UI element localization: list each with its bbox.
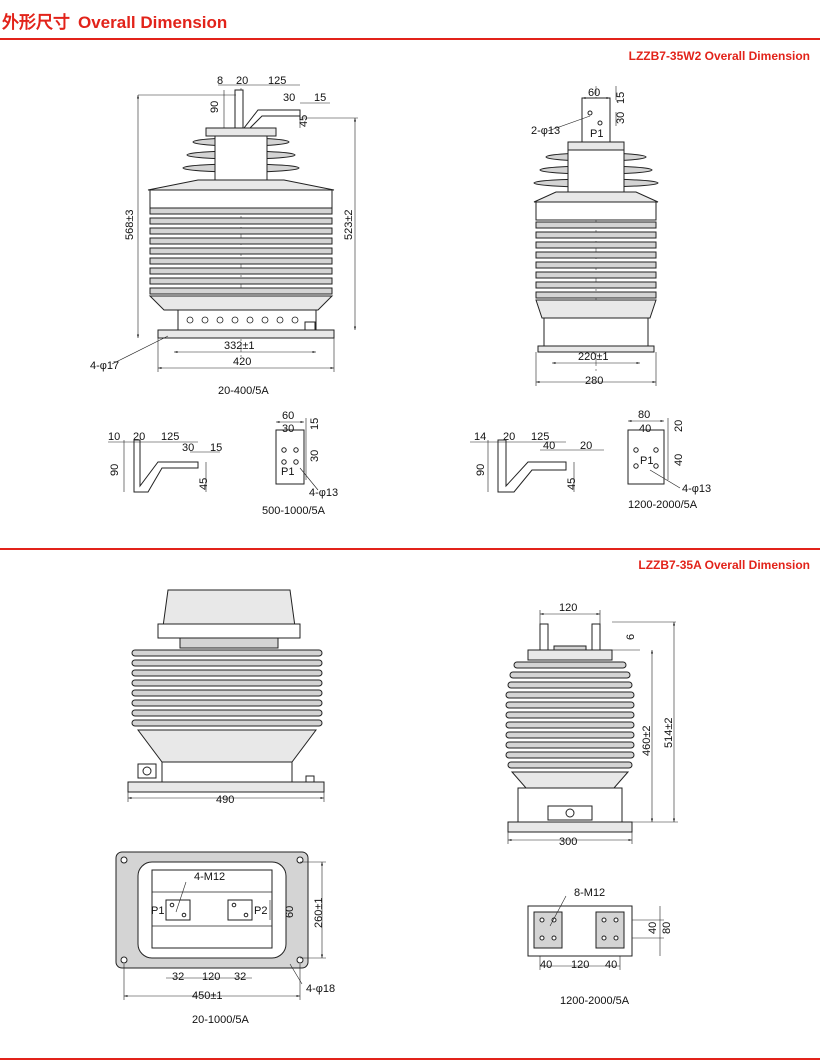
a35-plan-p2: P2: [254, 905, 267, 917]
w2-detail-1200: 14 20 125 40 20 90 45 80 40 20 40 P1 4-φ…: [470, 409, 711, 511]
w2-side-width-mount: 220±1: [578, 351, 609, 363]
w2-d500-dim-20: 20: [133, 431, 145, 443]
a35-plan-dim-32b: 32: [234, 971, 246, 983]
w2-d1200-plate-40: 40: [639, 423, 651, 435]
w2-d500-dim-30: 30: [182, 442, 194, 454]
a35-side-dim-120-label: 120: [559, 602, 577, 614]
w2-front-view: 8 20 125 30 15 90 45 568±3 523±2 332±1 4…: [90, 75, 358, 397]
a35-plan-p1: P1: [151, 905, 164, 917]
a35-plan-bolts: 4-M12: [194, 871, 225, 883]
w2-front-caption: 20-400/5A: [218, 385, 269, 397]
w2-front-terminal-row: [186, 316, 299, 324]
w2-d500-holes: 4-φ13: [309, 487, 338, 499]
w2-d500-plate-60: 60: [282, 410, 294, 422]
a35-side-height-total: 514±2: [663, 717, 675, 748]
section-title-w2: LZZB7-35W2 Overall Dimension: [628, 49, 810, 63]
w2-d500-dim-10: 10: [108, 431, 120, 443]
w2-d500-plate-30b: 30: [309, 450, 321, 462]
w2-d500-dim-45: 45: [198, 478, 210, 490]
w2-front-width-base: 420: [233, 356, 251, 368]
a35-plan-dim-120: 120: [202, 971, 220, 983]
a35-plan-width-mount: 450±1: [192, 990, 223, 1002]
a35-side-dim-6: 6: [625, 634, 637, 640]
w2-side-width-base: 280: [585, 375, 603, 387]
w2-d1200-dim-125: 125: [531, 431, 549, 443]
w2-front-dim-15: 15: [314, 92, 326, 104]
w2-front-dim-90: 90: [209, 101, 221, 113]
a35-detail-1200: 8-M12 40 120 40 40 80 1200-2000/5A: [527, 887, 673, 1007]
w2-d500-caption: 500-1000/5A: [262, 505, 326, 517]
w2-d500-dim-15: 15: [210, 442, 222, 454]
w2-side-terminal: P1: [590, 128, 603, 140]
w2-front-dim-30: 30: [283, 92, 295, 104]
w2-d1200-dim-20b: 20: [580, 440, 592, 452]
a35-d1200-dim-40v: 40: [647, 922, 659, 934]
w2-d500-terminal: P1: [281, 466, 294, 478]
w2-d500-plate-15: 15: [309, 418, 321, 430]
footer-rule: [0, 1058, 820, 1060]
header-rule: [0, 38, 820, 40]
a35-d1200-caption: 1200-2000/5A: [560, 995, 630, 1007]
a35-front-sheds: [131, 649, 323, 727]
w2-front-width-mount: 332±1: [224, 340, 255, 352]
w2-d1200-plate-20: 20: [673, 420, 685, 432]
w2-front-height-total: 568±3: [124, 209, 136, 240]
a35-plan-view: 4-M12 P1 P2 60 260±1 32 120 32 450±1 4-φ…: [115, 851, 335, 1026]
w2-front-dim-125: 125: [268, 75, 286, 87]
a35-front-width-base: 490: [216, 794, 234, 806]
a35-plan-caption: 20-1000/5A: [192, 1014, 250, 1026]
w2-d1200-dim-45: 45: [566, 478, 578, 490]
a35-d1200-dim-120: 120: [571, 959, 589, 971]
w2-d1200-dim-90: 90: [475, 464, 487, 476]
w2-d1200-dim-20: 20: [503, 431, 515, 443]
w2-front-dim-8: 8: [217, 75, 223, 87]
a35-d1200-dim-40b: 40: [605, 959, 617, 971]
w2-side-dim-15: 15: [615, 92, 627, 104]
w2-front-dim-45: 45: [298, 115, 310, 127]
w2-d1200-plate-40b: 40: [673, 454, 685, 466]
a35-front-view: 490: [127, 589, 325, 806]
w2-d1200-terminal: P1: [640, 455, 653, 467]
w2-front-sheds: [149, 207, 333, 295]
w2-side-sheds: [535, 221, 657, 299]
w2-d1200-dim-40: 40: [543, 440, 555, 452]
a35-side-sheds: [505, 661, 635, 769]
w2-d1200-caption: 1200-2000/5A: [628, 499, 698, 511]
a35-side-width-base: 300: [559, 836, 577, 848]
section-title-35a: LZZB7-35A Overall Dimension: [638, 558, 810, 572]
w2-side-holes: 2-φ13: [531, 125, 560, 137]
w2-front-height-body: 523±2: [343, 209, 355, 240]
w2-detail-500: 10 20 125 30 15 90 45 60 30 15 30 P1 4-φ…: [108, 410, 338, 517]
a35-side-height-body: 460±2: [641, 725, 653, 756]
w2-side-dim-30: 30: [615, 112, 627, 124]
a35-plan-holes: 4-φ18: [306, 983, 335, 995]
a35-plan-dim-60: 60: [284, 906, 296, 918]
a35-plan-dim-32a: 32: [172, 971, 184, 983]
section-rule: [0, 548, 820, 550]
w2-d1200-dim-14: 14: [474, 431, 486, 443]
w2-d500-dim-125: 125: [161, 431, 179, 443]
w2-side-view: P1 60 15 30 2-φ13 220±1: [531, 86, 659, 387]
a35-d1200-bolts: 8-M12: [574, 887, 605, 899]
a35-d1200-dim-80v: 80: [661, 922, 673, 934]
a35-d1200-dim-40a: 40: [540, 959, 552, 971]
w2-d1200-plate-80: 80: [638, 409, 650, 421]
w2-d500-dim-90: 90: [109, 464, 121, 476]
w2-side-dim-60: 60: [588, 87, 600, 99]
w2-d500-plate-30: 30: [282, 423, 294, 435]
a35-plan-dim-260: 260±1: [313, 897, 325, 928]
w2-front-holes: 4-φ17: [90, 360, 119, 372]
w2-front-dim-20: 20: [236, 75, 248, 87]
a35-side-view: 120 6 460±2 514±2 300: [505, 602, 678, 848]
w2-d1200-holes: 4-φ13: [682, 483, 711, 495]
